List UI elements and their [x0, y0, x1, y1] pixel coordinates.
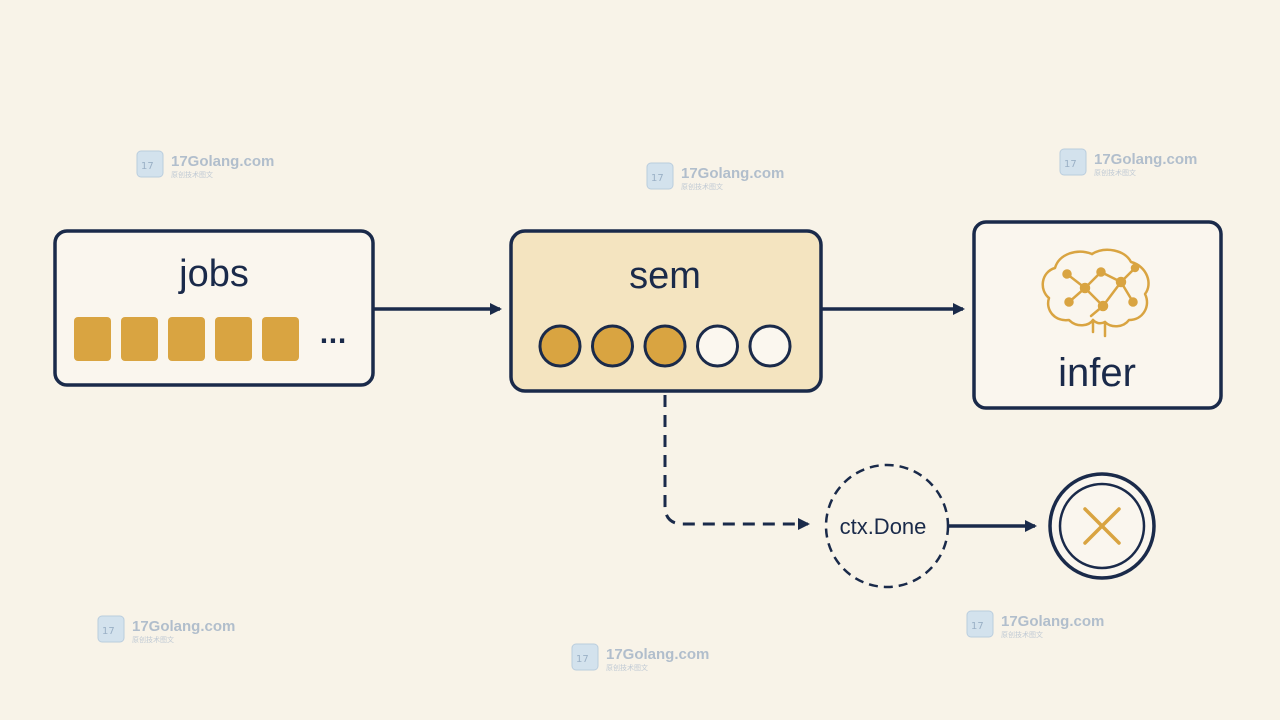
svg-text:原创技术图文: 原创技术图文: [1094, 168, 1136, 177]
watermark: 17 17Golang.com 原创技术图文: [646, 162, 784, 191]
svg-text:17Golang.com: 17Golang.com: [1094, 151, 1197, 168]
cancel-node: [1048, 472, 1156, 580]
svg-text:原创技术图文: 原创技术图文: [171, 170, 213, 179]
watermark: 17 17Golang.com 原创技术图文: [136, 150, 274, 179]
svg-text:原创技术图文: 原创技术图文: [681, 182, 723, 191]
jobs-node: jobs ···: [53, 229, 375, 387]
ctx-done-node: ctx.Done: [824, 463, 950, 589]
jobs-label: jobs: [178, 253, 249, 295]
sem-slot-empty: [748, 324, 792, 368]
brain-network-icon: [1041, 248, 1150, 338]
svg-text:17Golang.com: 17Golang.com: [606, 646, 709, 663]
dashed-arrow-sem-to-ctx-done: [663, 395, 810, 530]
svg-text:17: 17: [1064, 159, 1077, 170]
svg-text:17Golang.com: 17Golang.com: [681, 165, 784, 182]
watermark: 17 17Golang.com 原创技术图文: [571, 643, 709, 672]
watermark: 17 17Golang.com 原创技术图文: [966, 610, 1104, 639]
infer-label: infer: [1058, 351, 1136, 395]
sem-slot-empty: [696, 324, 739, 368]
svg-text:17: 17: [971, 621, 984, 632]
job-item: [121, 317, 158, 361]
cancel-x-icon: [1083, 507, 1121, 545]
job-item: [74, 317, 111, 361]
job-item: [215, 317, 252, 361]
svg-text:17Golang.com: 17Golang.com: [1001, 613, 1104, 630]
svg-text:17: 17: [651, 173, 664, 184]
sem-slot-filled: [538, 324, 582, 368]
jobs-queue: [74, 317, 299, 361]
ctx-done-label: ctx.Done: [840, 514, 927, 539]
infer-node: infer: [972, 220, 1223, 410]
watermark: 17 17Golang.com 原创技术图文: [1059, 148, 1197, 177]
watermark: 17 17Golang.com 原创技术图文: [97, 615, 235, 644]
svg-text:17: 17: [102, 626, 115, 637]
svg-text:原创技术图文: 原创技术图文: [606, 663, 648, 672]
svg-text:原创技术图文: 原创技术图文: [1001, 630, 1043, 639]
job-item: [262, 317, 299, 361]
sem-slots: [538, 324, 792, 368]
job-item: [168, 317, 205, 361]
sem-slot-filled: [591, 324, 634, 368]
jobs-more-indicator: ···: [319, 327, 346, 355]
sem-slot-filled: [643, 324, 687, 368]
svg-text:17Golang.com: 17Golang.com: [132, 618, 235, 635]
sem-node: sem: [509, 229, 823, 393]
sem-label: sem: [629, 255, 701, 297]
svg-text:原创技术图文: 原创技术图文: [132, 635, 174, 644]
svg-text:17Golang.com: 17Golang.com: [171, 153, 274, 170]
svg-text:17: 17: [141, 161, 154, 172]
svg-text:17: 17: [576, 654, 589, 665]
